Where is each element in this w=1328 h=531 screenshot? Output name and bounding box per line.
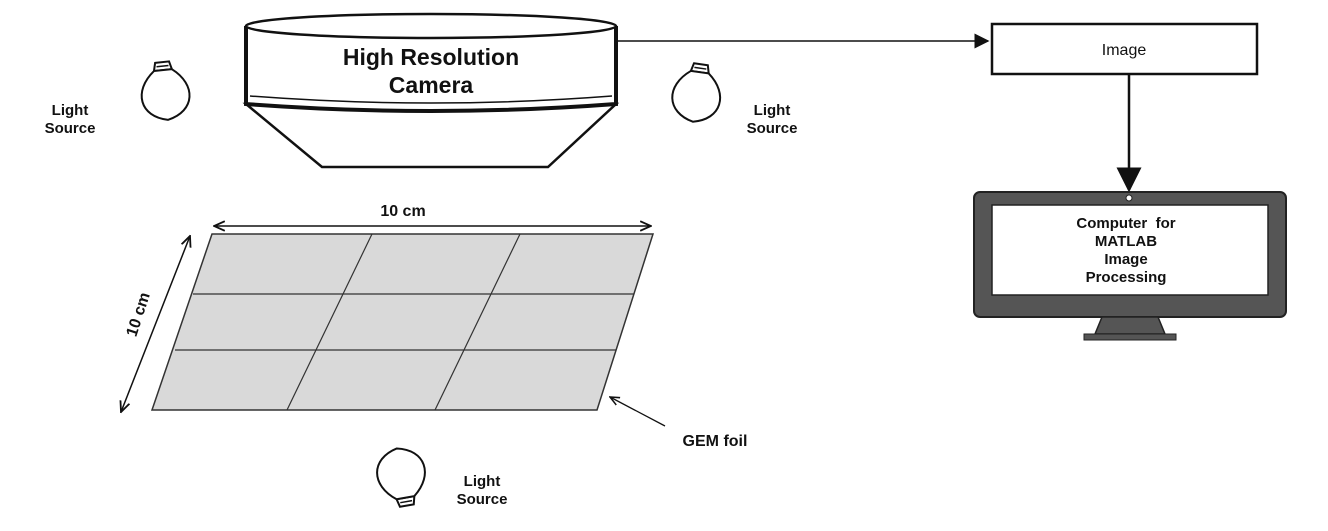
light-source-label-left-line2: Source — [45, 120, 96, 137]
computer-label-line3: Image — [1104, 251, 1147, 268]
camera-lens — [242, 102, 620, 169]
gem-foil-sheet — [150, 233, 655, 411]
height-dimension-arrow — [121, 236, 190, 412]
computer-label-line4: Processing — [1086, 269, 1167, 286]
gem-foil-pointer-arrow — [610, 397, 666, 427]
light-bulb-icon — [671, 62, 722, 123]
monitor-stand — [1083, 333, 1177, 341]
light-source-label-right-line2: Source — [747, 120, 798, 137]
image-box-frame — [990, 22, 1259, 76]
gem-foil-label: GEM foil — [683, 433, 748, 450]
camera: High Resolution Camera — [242, 12, 620, 169]
height-label: 10 cm — [124, 290, 154, 338]
light-source-label-right-line1: Light — [754, 102, 791, 119]
camera-label-line1: High Resolution — [343, 44, 519, 70]
light-bulb-icon — [140, 60, 191, 121]
computer-label-line1: Computer for — [1076, 215, 1175, 232]
computer-monitor: Computer for MATLAB Image Processing — [973, 191, 1287, 341]
camera-body — [244, 26, 618, 113]
camera-label-line2: Camera — [389, 72, 474, 98]
light-source-label-left-line1: Light — [52, 102, 89, 119]
computer-label-line2: MATLAB — [1095, 233, 1157, 250]
gem-foil — [150, 233, 655, 411]
monitor-neck — [1093, 316, 1167, 335]
webcam-icon — [1125, 194, 1133, 202]
image-box: Image — [990, 22, 1259, 76]
light-bulb-icon — [376, 447, 426, 508]
width-label: 10 cm — [380, 203, 425, 220]
light-source-label-bottom-line2: Source — [457, 491, 508, 508]
foil-grid-line — [286, 233, 373, 411]
light-source-label-bottom-line1: Light — [464, 473, 501, 490]
monitor-screen — [991, 204, 1269, 296]
image-box-label: Image — [1102, 42, 1147, 59]
foil-grid-line — [434, 233, 521, 411]
camera-top — [244, 12, 618, 40]
